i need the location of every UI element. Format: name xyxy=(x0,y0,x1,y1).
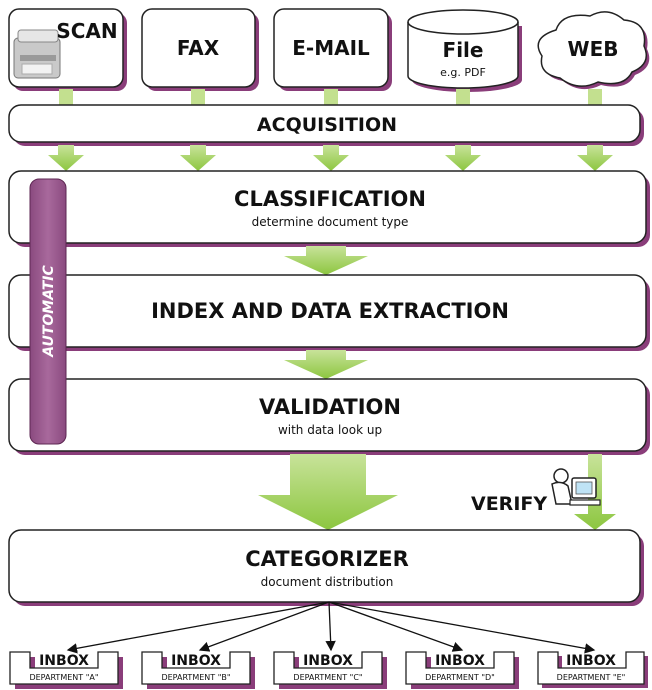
extraction-label: INDEX AND DATA EXTRACTION xyxy=(151,299,509,323)
distribution-arrows xyxy=(66,601,596,654)
automatic-label: AUTOMATIC xyxy=(41,265,57,358)
inbox-label: INBOX xyxy=(566,653,616,669)
inbox-label: INBOX xyxy=(39,653,89,669)
file-label: File xyxy=(443,38,484,62)
acquisition-stage: ACQUISITION xyxy=(8,104,644,146)
department-label: DEPARTMENT "A" xyxy=(29,673,98,682)
inbox-label: INBOX xyxy=(171,653,221,669)
classification-stage: CLASSIFICATION determine document type xyxy=(8,170,650,247)
acquisition-arrows xyxy=(48,145,613,171)
classification-label: CLASSIFICATION xyxy=(234,187,426,211)
arrow-to-inbox-b xyxy=(198,601,330,652)
department-label: DEPARTMENT "B" xyxy=(161,673,230,682)
web-label: WEB xyxy=(568,37,619,61)
fax-label: FAX xyxy=(177,36,220,60)
classification-arrow xyxy=(284,246,368,275)
extraction-stage: INDEX AND DATA EXTRACTION xyxy=(8,274,650,351)
source-email: E-MAIL xyxy=(273,8,392,91)
arrow-to-inbox-c xyxy=(325,601,336,652)
validation-arrow xyxy=(258,454,398,530)
email-label: E-MAIL xyxy=(292,36,370,60)
validation-label: VALIDATION xyxy=(259,395,401,419)
scan-label: SCAN xyxy=(56,19,117,43)
categorizer-stage: CATEGORIZER document distribution xyxy=(8,529,644,606)
arrow-to-inbox-a xyxy=(66,601,330,654)
source-connectors xyxy=(59,89,602,107)
categorizer-sublabel: document distribution xyxy=(261,575,394,589)
inbox-label: INBOX xyxy=(303,653,353,669)
department-label: DEPARTMENT "E" xyxy=(557,673,626,682)
validation-stage: VALIDATION with data look up xyxy=(8,378,650,455)
person-computer-icon xyxy=(551,468,601,506)
source-file: File e.g. PDF xyxy=(407,9,522,92)
department-label: DEPARTMENT "D" xyxy=(425,673,495,682)
department-label: DEPARTMENT "C" xyxy=(293,673,362,682)
source-scan: SCAN xyxy=(8,8,127,91)
source-fax: FAX xyxy=(141,8,259,91)
inbox-e: INBOX DEPARTMENT "E" xyxy=(537,651,648,688)
automatic-bar: AUTOMATIC xyxy=(29,178,67,445)
inbox-b: INBOX DEPARTMENT "B" xyxy=(141,651,255,689)
arrow-to-inbox-d xyxy=(328,601,464,652)
file-sublabel: e.g. PDF xyxy=(440,66,486,79)
inbox-a: INBOX DEPARTMENT "A" xyxy=(9,651,123,689)
scanner-icon xyxy=(13,29,61,79)
categorizer-label: CATEGORIZER xyxy=(245,547,409,571)
extraction-arrow xyxy=(284,350,368,379)
validation-sublabel: with data look up xyxy=(278,423,382,437)
inbox-c: INBOX DEPARTMENT "C" xyxy=(273,651,387,689)
verify-label: VERIFY xyxy=(471,493,547,515)
acquisition-label: ACQUISITION xyxy=(257,114,397,136)
arrow-to-inbox-e xyxy=(328,601,596,654)
inbox-label: INBOX xyxy=(435,653,485,669)
source-web: WEB xyxy=(537,11,650,90)
classification-sublabel: determine document type xyxy=(252,215,409,229)
inbox-d: INBOX DEPARTMENT "D" xyxy=(405,651,519,689)
